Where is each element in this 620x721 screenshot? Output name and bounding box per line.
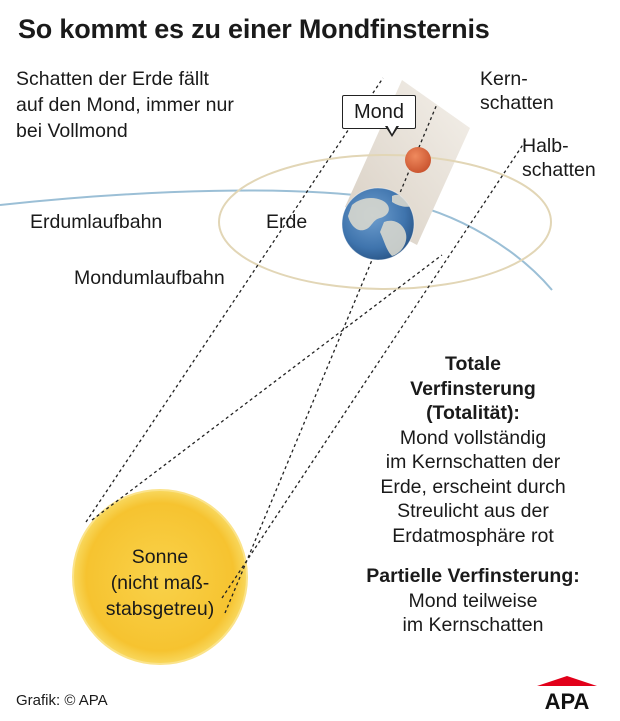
kernschatten-line: Kern- <box>480 68 528 90</box>
totale-text-line: im Kernschatten der <box>385 451 561 473</box>
partielle-section: Partielle Verfinsterung: Mond teilweise … <box>340 564 606 638</box>
credit-text: Grafik: © APA <box>16 692 108 709</box>
subtitle-line: auf den Mond, immer nur <box>16 94 234 116</box>
totale-text-line: Mond vollständig <box>399 426 547 449</box>
subtitle-line: bei Vollmond <box>16 120 128 142</box>
shadow-lines <box>85 77 527 614</box>
totale-text-line: Streulicht aus der <box>397 500 549 522</box>
halbschatten-label: Halb- schatten <box>522 134 596 182</box>
erdumlaufbahn-label: Erdumlaufbahn <box>30 211 163 233</box>
partielle-text-line: Mond teilweise <box>408 589 538 612</box>
sonne-line: (nicht maß- <box>110 572 210 594</box>
kernschatten-line: schatten <box>480 92 554 114</box>
sun <box>72 489 248 665</box>
totale-heading-line: Verfinsterung <box>410 377 536 400</box>
moon <box>405 147 431 173</box>
halbschatten-line: schatten <box>522 159 596 181</box>
sonne-line: Sonne <box>131 546 189 568</box>
mond-callout-pointer-fill <box>387 125 397 134</box>
page-title: So kommt es zu einer Mondfinsternis <box>18 14 490 44</box>
partielle-heading: Partielle Verfinsterung: <box>366 565 580 587</box>
sonne-label: Sonne (nicht maß- stabsgetreu) <box>86 544 234 622</box>
subtitle-line: Schatten der Erde fällt <box>16 68 209 90</box>
apa-logo-text: APA <box>545 689 590 712</box>
totale-heading-line: (Totalität): <box>426 402 520 424</box>
earth-globe <box>341 187 415 261</box>
halbschatten-line: Halb- <box>522 135 569 157</box>
moon-orbit <box>218 154 552 290</box>
totale-text-line: Erdatmosphäre rot <box>392 524 554 547</box>
apa-logo: APA <box>537 676 597 712</box>
totale-section: Totale Verfinsterung (Totalität): Mond v… <box>340 352 606 548</box>
partielle-text-line: im Kernschatten <box>402 614 544 636</box>
totale-heading-line: Totale <box>445 353 501 375</box>
subtitle: Schatten der Erde fällt auf den Mond, im… <box>16 66 234 144</box>
totale-text-line: Erde, erscheint durch <box>380 475 566 498</box>
mondumlaufbahn-label: Mondumlaufbahn <box>74 267 225 289</box>
explanation-block: Totale Verfinsterung (Totalität): Mond v… <box>340 352 606 638</box>
sonne-line: stabsgetreu) <box>105 598 215 620</box>
mond-callout: Mond <box>342 95 416 129</box>
kernschatten-label: Kern- schatten <box>480 67 554 115</box>
erde-label: Erde <box>266 211 308 233</box>
